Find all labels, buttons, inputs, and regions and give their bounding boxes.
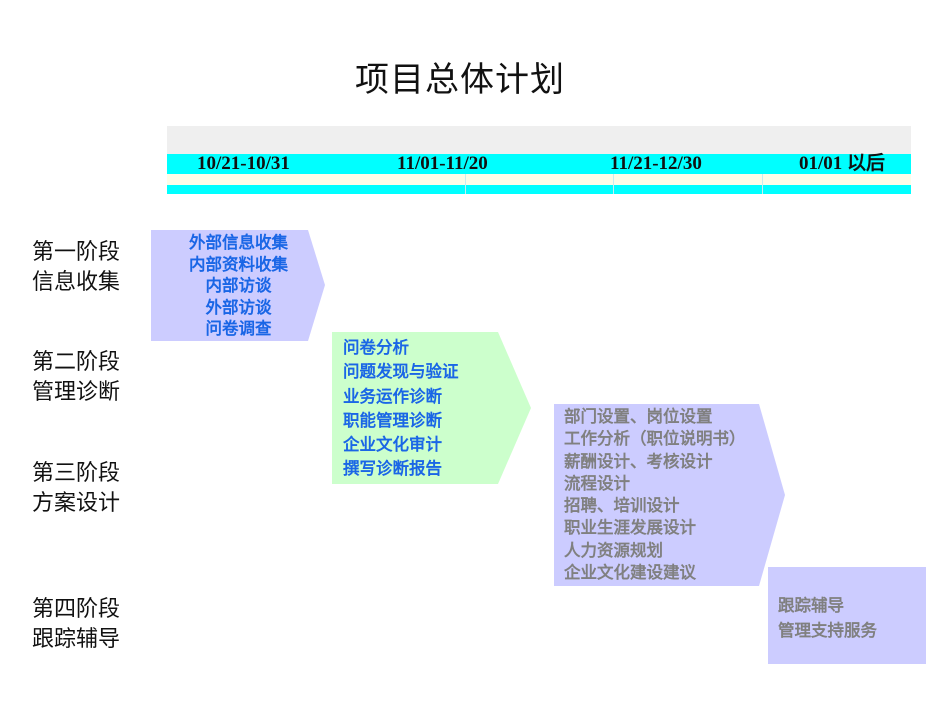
header-cream-band [167, 174, 911, 185]
stage-label-3: 第三阶段 方案设计 [32, 459, 120, 519]
task-item: 招聘、培训设计 [564, 496, 680, 516]
period-label: 01/01 以后 [799, 153, 886, 174]
stage-number: 第一阶段 [32, 240, 121, 265]
arrow-shape [332, 332, 531, 484]
arrow-polygon [151, 230, 325, 341]
task-item: 工作分析（职位说明书） [564, 429, 746, 449]
task-item: 管理支持服务 [778, 621, 877, 640]
task-item: 问卷分析 [343, 338, 409, 357]
task-item: 内部访谈 [205, 276, 272, 295]
task-item: 问卷调查 [205, 319, 272, 338]
stage-number: 第四阶段 [32, 597, 121, 622]
task-item: 企业文化建设建议 [564, 563, 696, 583]
task-item: 职能管理诊断 [343, 410, 442, 430]
stage-label-2: 第二阶段 管理诊断 [32, 348, 120, 408]
header-cyan-band [167, 154, 911, 174]
task-arrow-stage-1: 外部信息收集 内部资料收集 内部访谈 外部访谈 问卷调查 [151, 230, 326, 341]
box-shape [768, 567, 926, 664]
stage-label-1: 第一阶段 信息收集 [32, 238, 120, 298]
task-item: 外部信息收集 [189, 233, 288, 252]
header-gray-band [167, 126, 911, 154]
task-list: 部门设置、岗位设置 工作分析（职位说明书） 薪酬设计、考核设计 流程设计 招聘、… [564, 406, 746, 584]
arrow-polygon [332, 332, 531, 484]
task-item: 企业文化审计 [343, 435, 442, 455]
arrow-shape [151, 230, 325, 341]
task-arrow-stage-2: 问卷分析 问题发现与验证 业务运作诊断 职能管理诊断 企业文化审计 撰写诊断报告 [332, 332, 532, 484]
stage-number: 第二阶段 [32, 350, 121, 375]
task-item: 业务运作诊断 [343, 386, 442, 406]
task-list: 跟踪辅导 管理支持服务 [778, 593, 877, 643]
stage-name: 跟踪辅导 [32, 627, 121, 652]
task-item: 撰写诊断报告 [343, 459, 442, 479]
stage-label-4: 第四阶段 跟踪辅导 [32, 595, 120, 655]
stage-name: 管理诊断 [32, 380, 121, 405]
task-box-stage-4: 跟踪辅导 管理支持服务 [768, 567, 926, 664]
task-item: 部门设置、岗位设置 [564, 407, 713, 426]
task-item: 薪酬设计、考核设计 [564, 451, 713, 471]
grid-divider [465, 174, 466, 194]
task-list: 问卷分析 问题发现与验证 业务运作诊断 职能管理诊断 企业文化审计 撰写诊断报告 [343, 336, 459, 482]
period-label: 10/21-10/31 [197, 153, 290, 174]
header-cyan-band-bottom [167, 185, 911, 194]
task-arrow-stage-3: 部门设置、岗位设置 工作分析（职位说明书） 薪酬设计、考核设计 流程设计 招聘、… [554, 404, 786, 586]
task-item: 跟踪辅导 [778, 596, 844, 615]
stage-number: 第三阶段 [32, 461, 121, 486]
grid-divider [762, 174, 763, 194]
stage-name: 信息收集 [32, 270, 121, 295]
period-label: 11/21-12/30 [610, 153, 702, 174]
page-title: 项目总体计划 [355, 60, 565, 100]
stage-name: 方案设计 [32, 491, 121, 516]
task-item: 职业生涯发展设计 [564, 518, 696, 538]
task-item: 人力资源规划 [564, 540, 663, 560]
task-item: 流程设计 [564, 473, 630, 493]
period-label: 11/01-11/20 [397, 153, 488, 174]
grid-divider [613, 174, 614, 194]
task-list: 外部信息收集 内部资料收集 内部访谈 外部访谈 问卷调查 [151, 232, 326, 340]
task-item: 内部资料收集 [189, 254, 288, 274]
box-polygon [768, 567, 926, 664]
task-item: 外部访谈 [205, 297, 272, 317]
arrow-shape [554, 404, 785, 586]
arrow-polygon [554, 404, 785, 586]
task-item: 问题发现与验证 [343, 362, 459, 382]
